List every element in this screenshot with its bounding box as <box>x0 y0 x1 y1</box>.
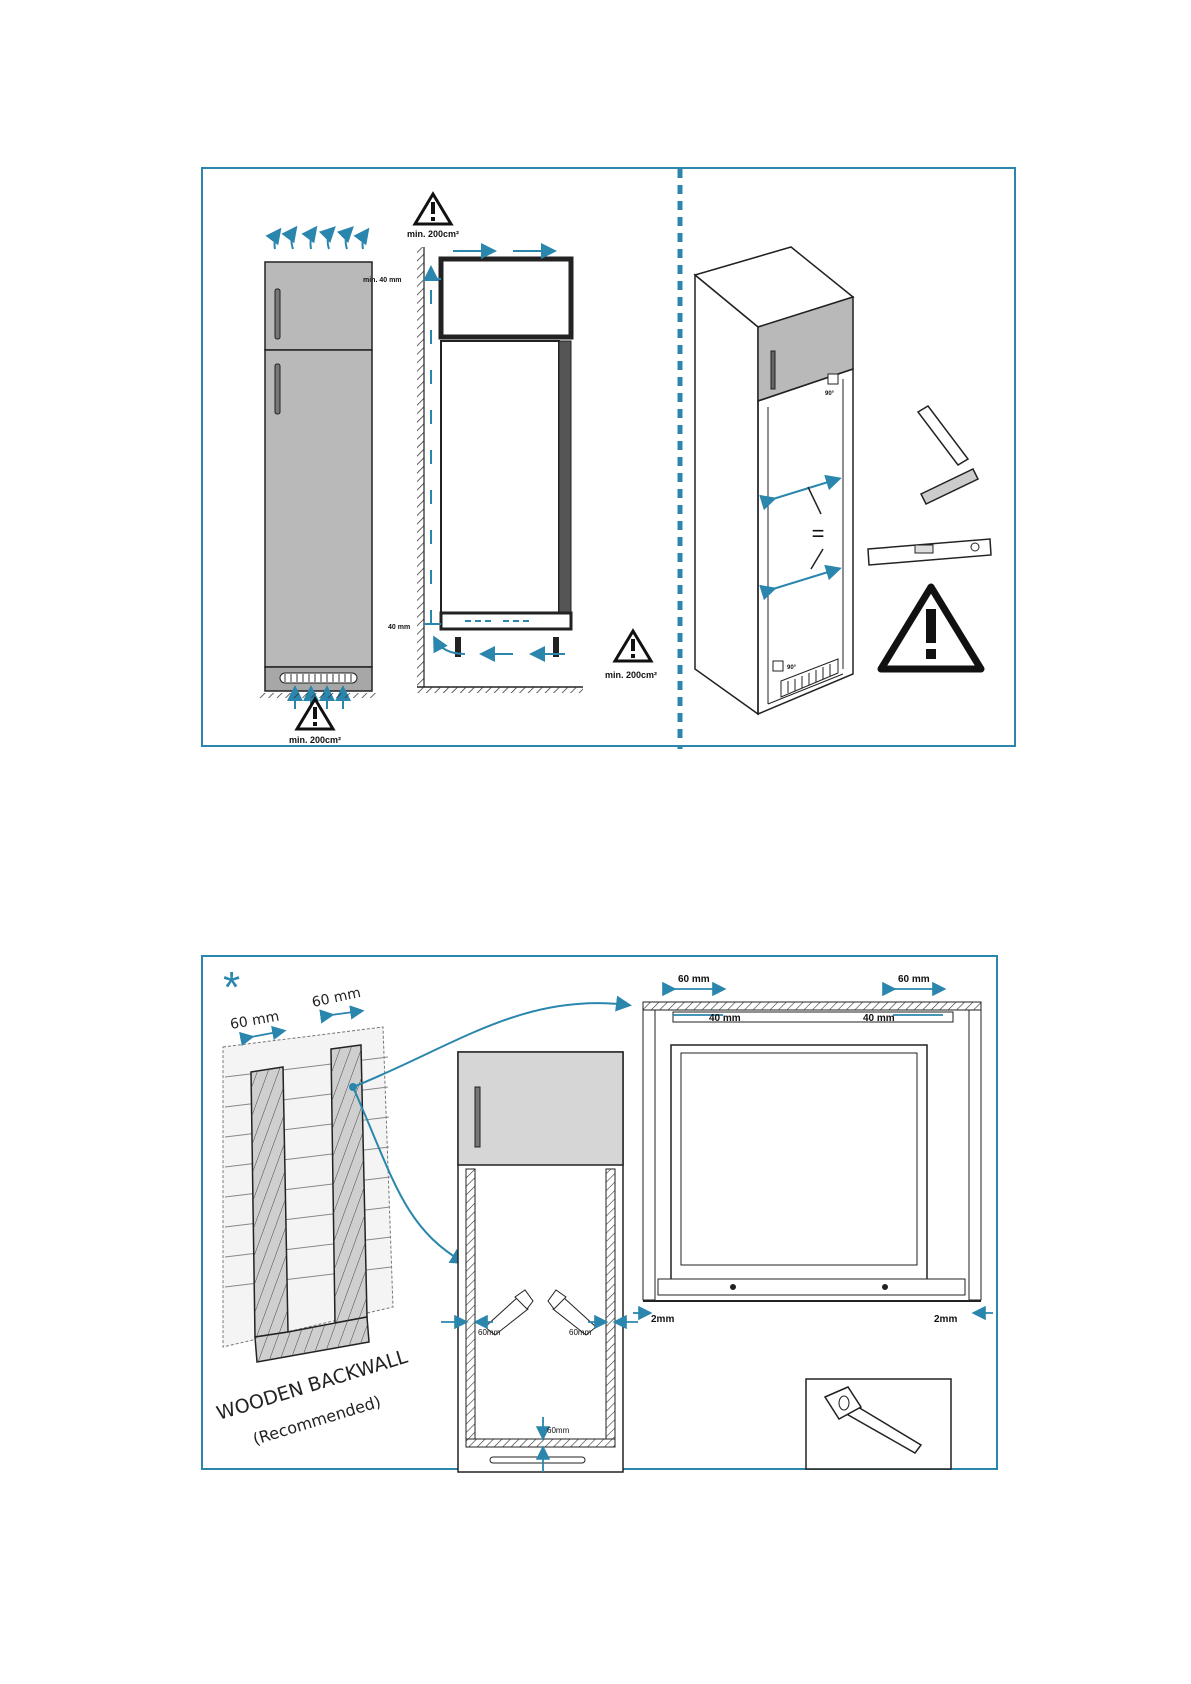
wall-hatch <box>417 247 424 687</box>
appliance-body <box>441 341 559 613</box>
backwall-installation-panel: * 60 mm 60 mm WOODEN BACKWALL (Recommend… <box>201 955 998 1470</box>
warning-icon <box>415 194 451 224</box>
fridge-handle <box>275 364 280 414</box>
top-view-right-inner-label: 40 mm <box>863 1013 895 1024</box>
gap-top-label: min. 40 mm <box>363 277 402 284</box>
cut-bottom-label: 60mm <box>547 1426 570 1435</box>
top-view-right-label: 60 mm <box>898 974 930 985</box>
saw-tool-inset <box>806 1379 951 1469</box>
angle-top-label: 90° <box>825 391 835 397</box>
top-view-left-label: 60 mm <box>678 974 710 985</box>
vent-area-label-top: min. 200cm² <box>407 229 459 239</box>
warning-icon <box>881 587 981 669</box>
hot-air-out-arrows <box>275 229 368 249</box>
cabinet-top-section-view: 60 mm 60 mm 40 mm 40 mm 2mm 2mm <box>633 974 993 1325</box>
asterisk-marker: * <box>223 963 240 1012</box>
cabinet-front-view: 60mm 60mm 60mm <box>441 1052 638 1472</box>
backwall-diagram: * 60 mm 60 mm WOODEN BACKWALL (Recommend… <box>203 957 1000 1472</box>
side-gap-left-label: 2mm <box>651 1314 674 1325</box>
upper-door <box>458 1052 623 1165</box>
cut-left-label: 60mm <box>478 1328 501 1337</box>
gap-bottom-label: 40 mm <box>388 624 410 631</box>
warning-icon <box>615 631 651 661</box>
equal-sign: = <box>812 521 825 546</box>
cabinet-floor <box>466 1439 615 1447</box>
airflow-arrows <box>431 251 565 654</box>
spirit-level-icon <box>868 539 991 565</box>
angle-bottom-label: 90° <box>787 665 797 671</box>
vent-area-label-bottom-right: min. 200cm² <box>605 670 657 680</box>
backwall-strip-right-label: 60 mm <box>311 985 363 1011</box>
appliance-door-side <box>559 341 571 629</box>
diagonal-measure-arrows <box>773 479 838 589</box>
freezer-handle <box>275 289 280 339</box>
backwall-strip-left-label: 60 mm <box>229 1009 281 1033</box>
appliance-front-view: min. 200cm² <box>258 229 378 745</box>
top-view-left-inner-label: 40 mm <box>709 1013 741 1024</box>
top-board <box>643 1002 981 1010</box>
cabinet-preparation-view: 90° 90° = <box>695 247 991 714</box>
cabinet-top-section <box>441 259 571 337</box>
appliance-side-section: min. 200cm² min. 40 mm 40 mm <box>363 194 657 693</box>
freezer-door <box>265 262 372 350</box>
cut-right-label: 60mm <box>569 1328 592 1337</box>
cabinet-side-left <box>466 1169 475 1439</box>
floor-hatch <box>258 693 378 698</box>
fridge-door <box>265 350 372 667</box>
square-tool-icon <box>918 406 978 504</box>
side-gap-right-label: 2mm <box>934 1314 957 1325</box>
vent-area-label-bottom-left: min. 200cm² <box>289 735 341 745</box>
cabinet-side-right <box>606 1169 615 1439</box>
ventilation-diagram: min. 200cm² min. 200cm² <box>203 169 1018 749</box>
ventilation-installation-panel: min. 200cm² min. 200cm² <box>201 167 1016 747</box>
